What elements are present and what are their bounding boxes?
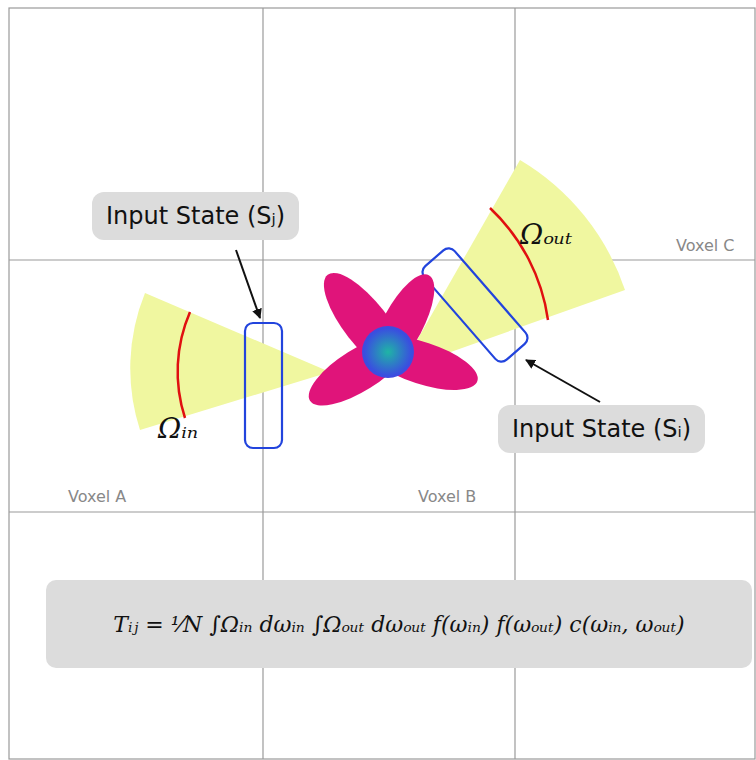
- voxel-grid: [9, 8, 755, 759]
- omega-out-label: Ωₒᵤₜ: [520, 218, 572, 251]
- callout-box: Input State (Sⱼ): [92, 192, 299, 240]
- voxel-label: Voxel B: [416, 487, 478, 506]
- leader-arrow: [526, 360, 600, 402]
- node-text: Tᵢⱼ = ¹⁄N ∫Ωᵢₙ dωᵢₙ ∫Ωₒᵤₜ dωₒᵤₜ f(ωᵢₙ) f…: [113, 612, 684, 637]
- node-text: Input State (Sᵢ): [512, 415, 691, 443]
- omega-in-label: Ωᵢₙ: [158, 412, 198, 445]
- callout-box: Input State (Sᵢ): [498, 405, 705, 453]
- state-box: [245, 323, 282, 448]
- output-cone: [400, 160, 625, 370]
- omega-in-arc: [178, 312, 190, 418]
- voxel-label: Voxel C: [674, 236, 737, 255]
- fiber-odf-glyph: [299, 261, 484, 418]
- formula-box: Tᵢⱼ = ¹⁄N ∫Ωᵢₙ dωᵢₙ ∫Ωₒᵤₜ dωₒᵤₜ f(ωᵢₙ) f…: [46, 580, 752, 668]
- input-cone: [130, 293, 330, 430]
- leader-arrow: [236, 250, 260, 318]
- voxel-label: Voxel A: [66, 487, 128, 506]
- node-text: Input State (Sⱼ): [106, 202, 285, 230]
